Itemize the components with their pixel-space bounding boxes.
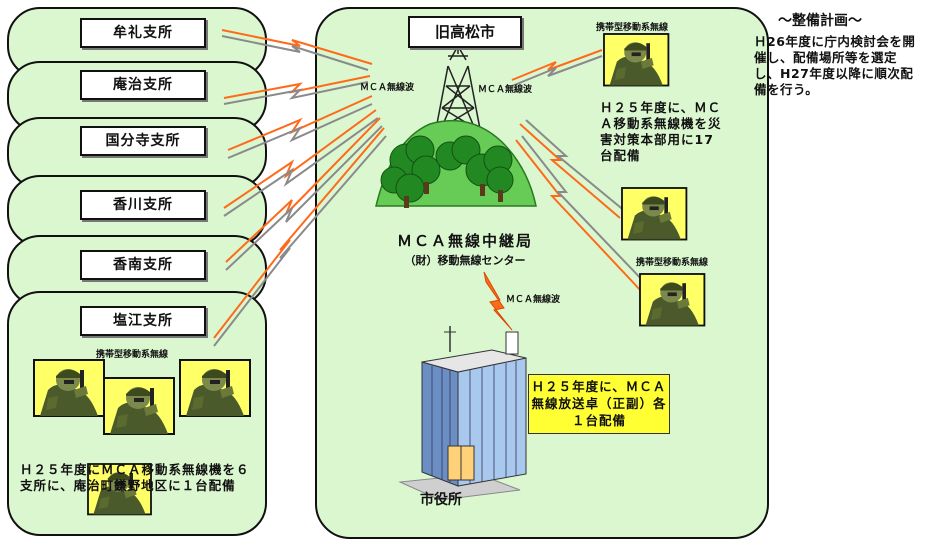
hill-with-trees [375,119,537,208]
relay-station-title: ＭＣＡ無線中継局 [396,232,533,250]
branch-portable-label: 携帯型移動系無線 [96,350,169,360]
radio-waves-branches [213,29,387,347]
portable-radio-branch-1 [33,359,105,417]
branch-shionoe-label: 塩江支所 [80,306,206,336]
branch-mure-label: 牟礼支所 [80,18,206,48]
portable-label-right: 携帯型移動系無線 [636,258,709,268]
city-hall-building [398,326,527,501]
city-hall-label: 市役所 [420,492,462,508]
portable-radio-branch-3 [179,359,251,417]
plan-body: Ｈ26年度に庁内検討会を開催し、配備場所等を選定し、H27年度以降に順次配備を行… [754,34,916,97]
wave-label-right: ＭＣＡ無線波 [478,85,533,95]
plan-title: ～整備計画～ [778,13,862,29]
branch-kagawa-label: 香川支所 [80,190,206,220]
portable-radio-right-bottom [639,273,706,327]
portable-radio-branch-2 [103,377,175,435]
portable-radio-right-top [603,33,670,87]
branch-aji-label: 庵治支所 [80,70,206,100]
portable-radio-right-middle [621,187,688,241]
branch-konan-label: 香南支所 [80,250,206,280]
city-label: 旧高松市 [408,16,522,48]
portable-label-top: 携帯型移動系無線 [596,23,669,33]
branch-deployment-note: Ｈ２５年度にＭＣＡ移動系無線機を６支所に、庵治町鎌野地区に１台配備 [20,462,250,493]
branch-kokubunji-label: 国分寺支所 [80,126,206,156]
relay-station-operator: （財）移動無線センター [404,254,526,267]
wave-label-left: ＭＣＡ無線波 [360,83,415,93]
console-deployment-note: Ｈ２５年度に、ＭＣＡ無線放送卓（正副）各１台配備 [528,374,670,434]
portable-deployment-note: Ｈ２５年度に、ＭＣＡ移動系無線機を災害対策本部用に17台配備 [600,100,722,163]
lightning-bolt [483,271,513,331]
wave-label-down: ＭＣＡ無線波 [506,295,561,305]
radio-waves-right [511,49,649,293]
